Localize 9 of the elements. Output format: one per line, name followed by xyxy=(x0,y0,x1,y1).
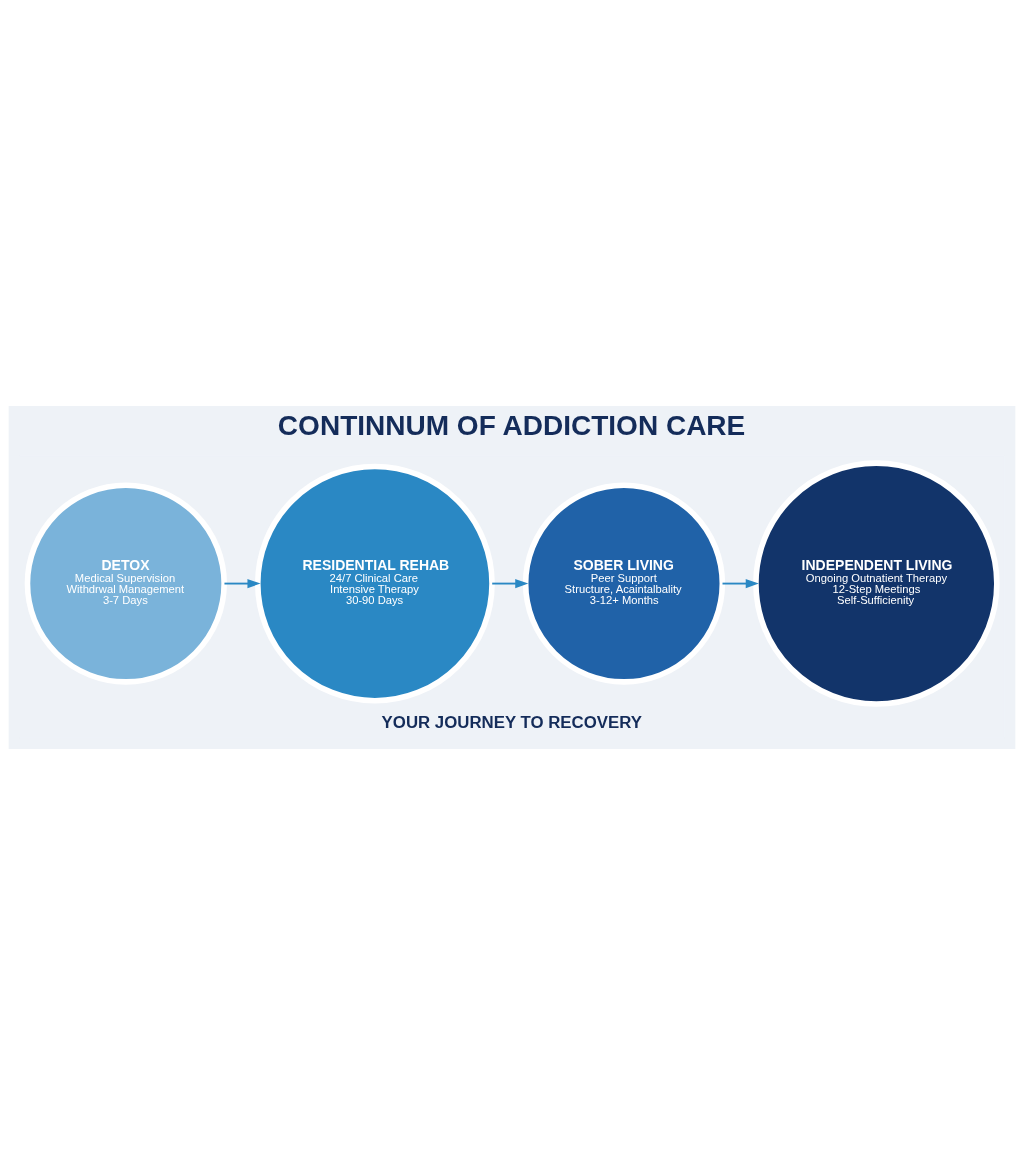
node-circle: INDEPENDENT LIVING Ongoing Outnatient Therapy 12-Step Meetings Self-Sufficienity xyxy=(753,459,1000,707)
node-circle: DETOX Medical Supervision Withdrwal Management 3-7 Days xyxy=(24,481,227,685)
caption: YOUR JOURNEY TO RECOVERY xyxy=(381,712,642,732)
node-circle: SOBER LIVING Peer Support Structure, Acaintalbality 3-12+ Months xyxy=(522,481,726,685)
node-circle: RESIDENTIAL REHAB 24/7 Clinical Care Intensive Therapy 30-90 Days xyxy=(254,463,495,703)
arrow xyxy=(223,578,261,588)
diagram-title: CONTINNUM OF ADDICTION CARE xyxy=(277,409,746,441)
arrow xyxy=(721,578,759,588)
arrow xyxy=(491,578,529,588)
